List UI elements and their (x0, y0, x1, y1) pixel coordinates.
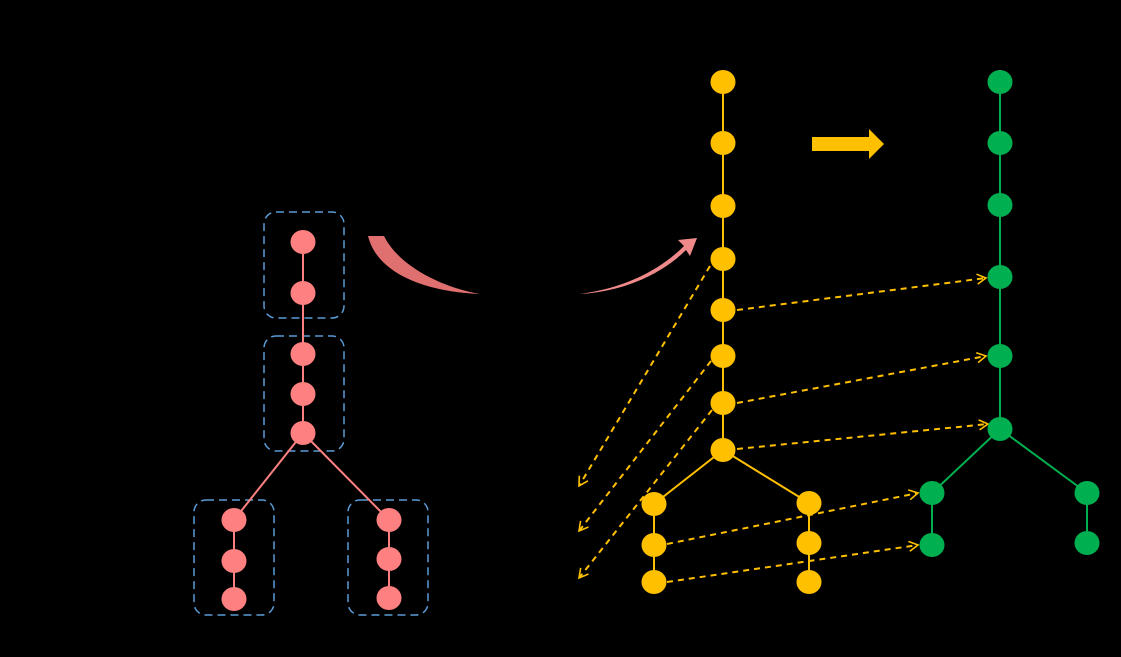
pink-node (221, 508, 247, 532)
yellow-node (710, 70, 736, 94)
dashed-arrows-right (666, 273, 990, 583)
group-box-right-branch (347, 499, 429, 616)
pink-node (290, 421, 316, 445)
green-node (987, 70, 1013, 94)
pink-node (290, 382, 316, 406)
yellow-node (796, 491, 822, 515)
pink-node (376, 547, 402, 571)
segmented-tree (193, 211, 429, 616)
green-node (987, 417, 1013, 441)
pink-node (376, 508, 402, 532)
pink-node (290, 230, 316, 254)
yellow-edges (653, 82, 810, 582)
green-nodes (919, 70, 1100, 557)
green-node (987, 265, 1013, 289)
yellow-node (641, 492, 667, 516)
green-node (919, 481, 945, 505)
green-node (987, 193, 1013, 217)
green-node (987, 131, 1013, 155)
group-box-top (263, 211, 345, 319)
yellow-node (710, 194, 736, 218)
yellow-node (641, 570, 667, 594)
yellow-tree (641, 70, 822, 594)
green-node (1074, 481, 1100, 505)
green-tree (919, 70, 1100, 557)
green-node (987, 344, 1013, 368)
yellow-node (710, 391, 736, 415)
yellow-node (710, 131, 736, 155)
yellow-node (710, 344, 736, 368)
yellow-node (710, 298, 736, 322)
group-box-left-branch (193, 499, 275, 616)
pink-node (376, 586, 402, 610)
yellow-node (710, 247, 736, 271)
yellow-node (710, 438, 736, 462)
curved-arrow-icon (368, 236, 697, 294)
green-edges (931, 82, 1088, 545)
right-arrow-icon (812, 129, 884, 159)
pink-node (221, 587, 247, 611)
pink-node (290, 342, 316, 366)
green-node (919, 533, 945, 557)
dashed-arrows-left (577, 265, 713, 580)
pink-nodes (221, 230, 402, 611)
green-node (1074, 531, 1100, 555)
yellow-node (641, 533, 667, 557)
yellow-node (796, 570, 822, 594)
yellow-nodes (641, 70, 822, 594)
pink-node (290, 281, 316, 305)
pink-node (221, 549, 247, 573)
yellow-node (796, 531, 822, 555)
